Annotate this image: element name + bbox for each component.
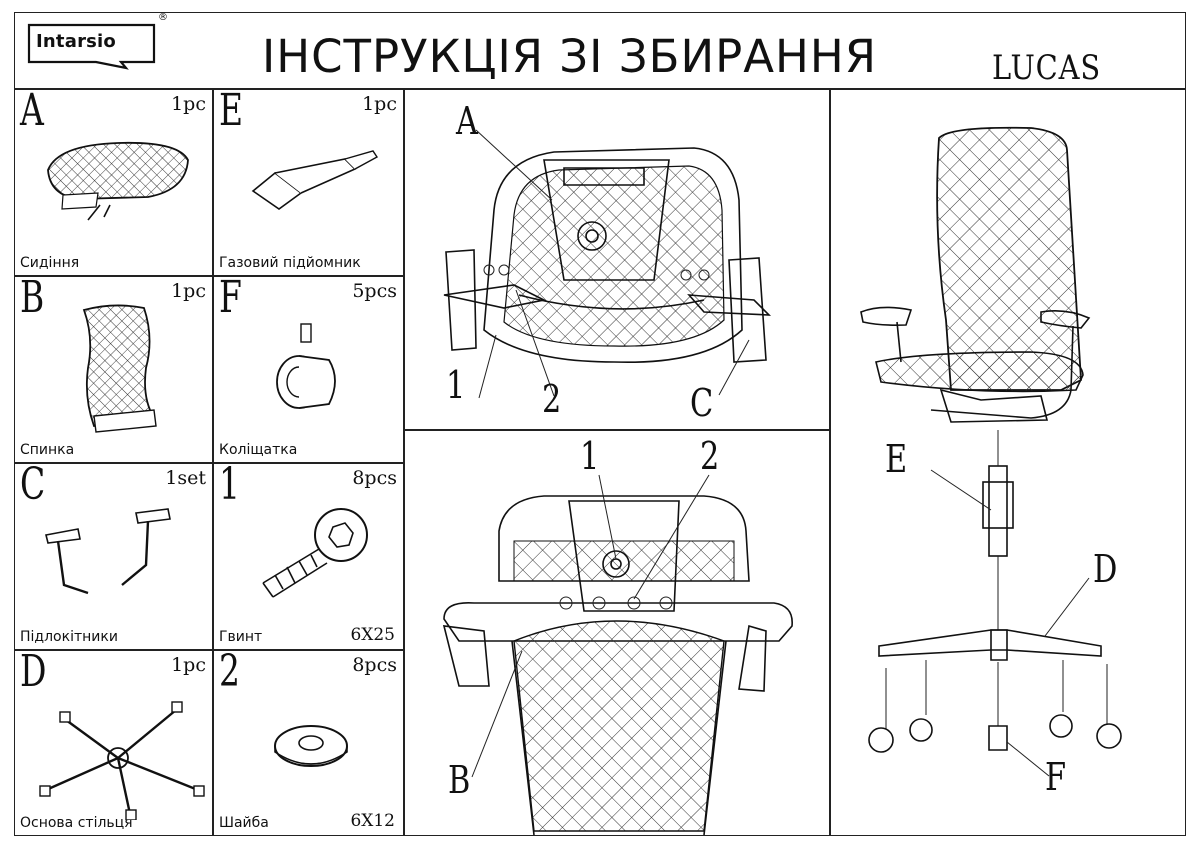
part-name: Підлокітники bbox=[20, 629, 118, 645]
gas-lift-icon bbox=[235, 139, 395, 223]
part-name: Сидіння bbox=[20, 255, 80, 271]
page-title: ІНСТРУКЦІЯ ЗІ ЗБИРАННЯ bbox=[262, 30, 877, 83]
outer-frame bbox=[14, 12, 1186, 836]
step3-diagram: E D F bbox=[831, 90, 1185, 835]
part-size: 6X12 bbox=[350, 811, 395, 831]
part-letter: D bbox=[20, 646, 47, 697]
part-letter: B bbox=[20, 272, 45, 323]
step2-label-2: 2 bbox=[700, 434, 720, 478]
seat-icon bbox=[38, 135, 198, 239]
step1-label-2: 2 bbox=[542, 377, 562, 421]
armrests-icon bbox=[36, 505, 196, 609]
assembled-chair-icon bbox=[860, 126, 1122, 777]
part-letter: E bbox=[219, 85, 244, 136]
part-quantity: 8pcs bbox=[352, 467, 397, 489]
step2-label-b: B bbox=[448, 758, 471, 802]
caster-icon bbox=[259, 320, 359, 424]
step1-label-a: A bbox=[456, 99, 478, 143]
part-letter: F bbox=[219, 272, 242, 323]
part-quantity: 5pcs bbox=[352, 280, 397, 302]
part-name: Основа стільця bbox=[20, 815, 133, 831]
part-name: Газовий підйомник bbox=[219, 255, 361, 271]
part-letter: C bbox=[20, 459, 46, 510]
washer-icon bbox=[261, 710, 361, 784]
part-name: Шайба bbox=[219, 815, 269, 831]
registered-mark: ® bbox=[158, 12, 168, 23]
step3-label-e: E bbox=[885, 437, 908, 481]
backrest-icon bbox=[54, 298, 184, 442]
row-divider-2 bbox=[14, 462, 404, 464]
part-letter: A bbox=[20, 85, 44, 136]
step2-diagram: 1 2 B bbox=[404, 431, 829, 836]
part-name: Спинка bbox=[20, 442, 75, 458]
brand-logo: Intarsio bbox=[26, 22, 160, 70]
part-quantity: 1pc bbox=[171, 93, 206, 115]
part-name: Гвинт bbox=[219, 629, 263, 645]
row-divider-3 bbox=[14, 649, 404, 651]
part-quantity: 8pcs bbox=[352, 654, 397, 676]
step-row-divider bbox=[403, 429, 830, 431]
header-divider bbox=[14, 88, 1186, 90]
step3-label-f: F bbox=[1045, 755, 1067, 799]
base-icon bbox=[26, 690, 206, 824]
part-size: 6X25 bbox=[350, 625, 395, 645]
model-name: LUCAS bbox=[992, 48, 1101, 88]
part-letter: 2 bbox=[219, 646, 240, 697]
backrest-attach-icon bbox=[442, 474, 793, 836]
step2-label-1: 1 bbox=[580, 434, 600, 478]
part-quantity: 1pc bbox=[362, 93, 397, 115]
logo-frame-icon bbox=[27, 23, 156, 70]
step3-label-d: D bbox=[1093, 547, 1118, 591]
part-quantity: 1set bbox=[165, 467, 206, 489]
step1-label-1: 1 bbox=[446, 363, 466, 407]
part-name: Коліщатка bbox=[219, 442, 298, 458]
part-quantity: 1pc bbox=[171, 654, 206, 676]
step1-diagram: A 1 2 C bbox=[404, 90, 829, 429]
logo-text: Intarsio bbox=[36, 31, 116, 52]
part-letter: 1 bbox=[219, 459, 240, 510]
step1-label-c: C bbox=[690, 381, 714, 425]
screw-icon bbox=[243, 505, 383, 609]
part-quantity: 1pc bbox=[171, 280, 206, 302]
seat-underside-icon bbox=[443, 129, 772, 399]
step-divider bbox=[829, 88, 831, 836]
row-divider-1 bbox=[14, 275, 404, 277]
